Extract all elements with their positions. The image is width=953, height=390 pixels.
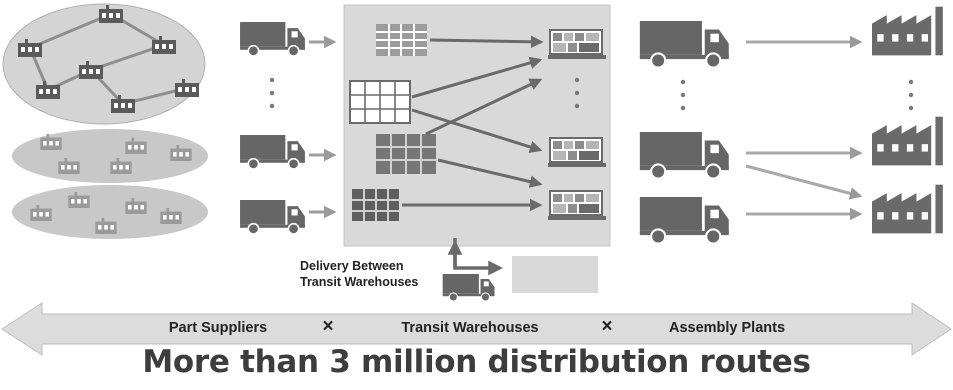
times-separator-icon: ×	[322, 316, 334, 337]
plant-trucks	[638, 21, 731, 245]
delivery-label-line1: Delivery Between	[300, 259, 404, 273]
truck-icon	[240, 200, 306, 235]
inter-warehouse-delivery	[441, 238, 598, 302]
part-suppliers-label: Part Suppliers	[168, 320, 268, 336]
ellipsis-dots-right	[680, 79, 914, 111]
truck-icon	[240, 22, 306, 57]
truck-icon	[638, 21, 731, 69]
plant-arrows	[745, 35, 863, 221]
truck-icon	[638, 132, 731, 180]
delivery-label-line2: Transit Warehouses	[300, 275, 419, 289]
truck-icon	[638, 197, 731, 245]
truck-icon	[240, 135, 306, 170]
supplier-cluster-2	[12, 129, 208, 183]
page-title: More than 3 million distribution routes	[142, 344, 811, 380]
factory-icon	[872, 6, 943, 56]
truck-icon	[441, 274, 496, 302]
delivery-between-label: Delivery Between Transit Warehouses	[300, 258, 418, 290]
double-arrow-axis	[1, 302, 952, 356]
supplier-trucks	[240, 22, 306, 235]
supplier-cluster-1	[2, 3, 206, 125]
warehouse-shelf-icon	[548, 29, 606, 60]
ellipsis-dots-left	[269, 77, 275, 109]
warehouse-rack-3	[376, 134, 436, 174]
transit-arrows	[402, 35, 544, 212]
times-separator-icon: ×	[601, 316, 613, 337]
factory-icon	[872, 184, 943, 234]
transit-warehouses-label: Transit Warehouses	[401, 320, 539, 336]
factory-icon	[872, 116, 943, 166]
warehouse-shelf-icon	[548, 190, 606, 221]
truck-arrows	[309, 35, 337, 219]
supplier-cluster-3	[12, 185, 208, 239]
ellipsis-dots-panel	[574, 77, 580, 109]
warehouse-shelf-icon	[548, 137, 606, 168]
warehouse-rack-1	[376, 24, 427, 56]
assembly-plants	[872, 6, 943, 234]
assembly-plants-label: Assembly Plants	[668, 320, 786, 336]
warehouse-rack-4	[352, 189, 399, 221]
warehouse-rack-2	[349, 80, 411, 124]
